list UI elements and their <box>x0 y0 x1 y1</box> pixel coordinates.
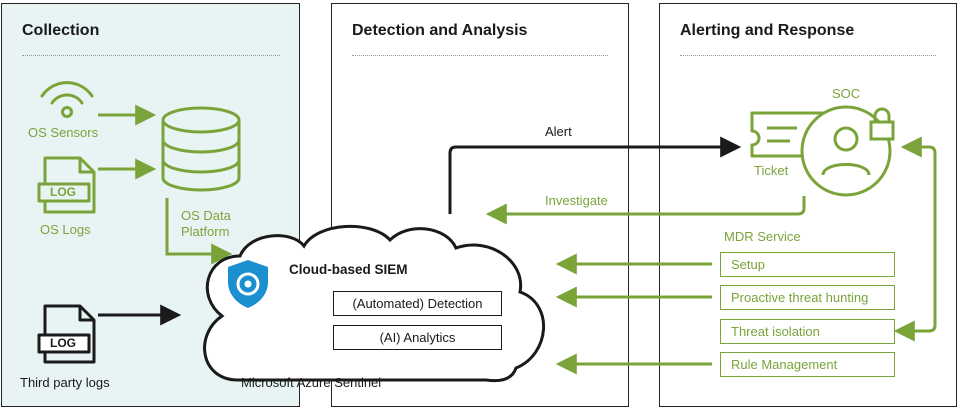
os-log-icon-text: LOG <box>50 185 76 199</box>
soc-label: SOC <box>832 86 861 101</box>
siem-caption: Microsoft Azure Sentinel <box>241 375 382 390</box>
automated-detection-box: (Automated) Detection <box>333 291 502 316</box>
os-logs-label: OS Logs <box>40 222 91 237</box>
database-icon <box>161 106 241 192</box>
platform-label-line1: OS Data <box>181 208 231 223</box>
detection-divider <box>352 55 608 56</box>
investigate-label: Investigate <box>545 193 608 208</box>
os-sensors-label: OS Sensors <box>28 125 99 140</box>
ticket-label: Ticket <box>754 163 789 178</box>
alerting-title: Alerting and Response <box>680 22 855 39</box>
third-party-log-icon-text: LOG <box>50 336 76 350</box>
detection-title: Detection and Analysis <box>352 22 528 39</box>
collection-title: Collection <box>22 22 100 39</box>
wifi-sensor-icon <box>40 81 94 118</box>
platform-label-line2: Platform <box>181 224 230 239</box>
third-party-logs-label: Third party logs <box>20 375 110 390</box>
service-proactive-threat-hunting: Proactive threat hunting <box>720 285 895 310</box>
ai-analytics-box: (AI) Analytics <box>333 325 502 350</box>
siem-title: Cloud-based SIEM <box>289 262 408 277</box>
service-threat-isolation: Threat isolation <box>720 319 895 344</box>
lock-icon <box>869 107 895 141</box>
log-file-icon <box>37 156 96 214</box>
service-rule-management: Rule Management <box>720 352 895 377</box>
third-party-log-icon <box>37 304 96 364</box>
detection-panel: Detection and Analysis <box>331 3 629 407</box>
shield-icon <box>228 260 268 308</box>
alerting-panel: Alerting and Response <box>659 3 957 407</box>
mdr-service-label: MDR Service <box>724 229 801 244</box>
service-setup: Setup <box>720 252 895 277</box>
alert-label: Alert <box>545 124 572 139</box>
collection-divider <box>22 55 280 56</box>
alerting-divider <box>680 55 936 56</box>
user-icon <box>800 105 892 197</box>
